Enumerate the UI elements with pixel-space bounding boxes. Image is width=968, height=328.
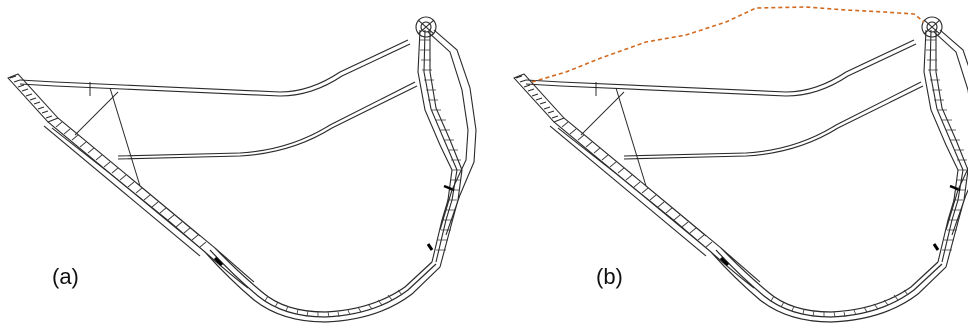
panel-b-diagram <box>512 6 968 324</box>
panel-label-b: (b) <box>596 264 623 289</box>
dashed-profile-line <box>531 6 925 83</box>
panel-label-a: (a) <box>52 264 79 289</box>
